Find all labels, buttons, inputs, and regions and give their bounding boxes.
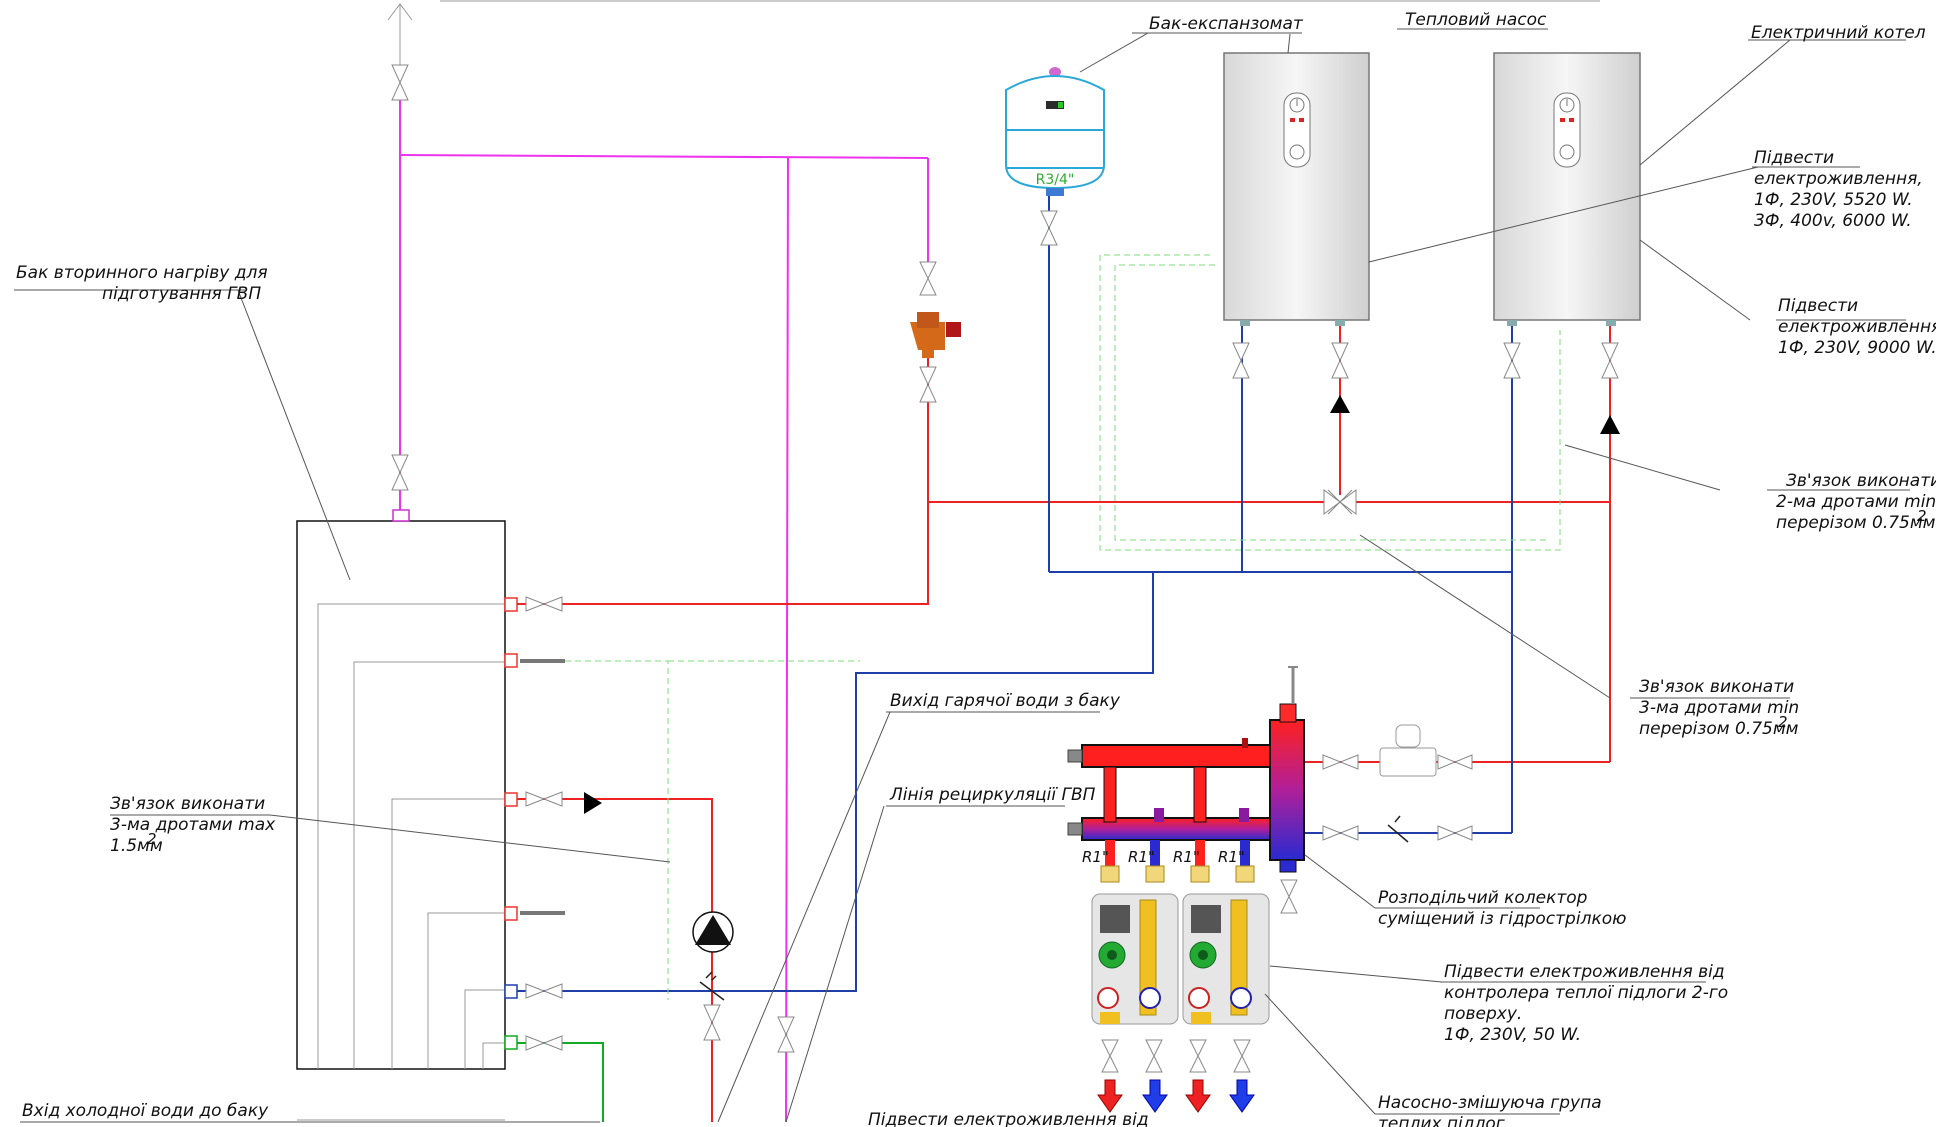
pump-mixing-group-2	[1182, 893, 1270, 1025]
wire2-line-1: Зв'язок виконати	[1786, 471, 1936, 491]
floor-power-line-3: поверху.	[1444, 1004, 1522, 1024]
expansion-tank-label: Бак-експанзомат	[1149, 14, 1304, 34]
thermostatic-mixing-valve	[910, 312, 961, 358]
expansion-tank: R3/4"	[1005, 67, 1105, 196]
wire2-line-3: перерізом 0.75мм	[1776, 513, 1936, 533]
tank-label-line-2: підготування ГВП	[102, 284, 261, 304]
cold-water-inlet	[517, 1042, 604, 1122]
floor-power-line-2: контролера теплої підлоги 2-го	[1444, 983, 1728, 1003]
signal-wires	[565, 254, 1561, 1000]
dhw-circulation-pump	[692, 911, 734, 953]
vent-arrow	[387, 3, 413, 65]
power-hp-line-4: 3Ф, 400v, 6000 W.	[1754, 211, 1912, 231]
collector-line-1: Розподільчий колектор	[1378, 888, 1588, 908]
recirc-line-label: Лінія рециркуляції ГВП	[889, 785, 1096, 805]
floor-power-line-1: Підвести електроживлення від	[1444, 962, 1725, 982]
floor-power-line-4: 1Ф, 230V, 50 W.	[1444, 1025, 1581, 1045]
wire3a-line-2: 3-ма дротами min	[1639, 698, 1799, 718]
leader-lines	[237, 32, 1791, 1123]
r1-label-1: R1"	[1082, 848, 1109, 866]
distribution-collector: R1" R1" R1" R1"	[1067, 666, 1305, 883]
floor-heating-arrows	[1097, 1079, 1255, 1113]
label-underlines	[14, 28, 1910, 1123]
r1-label-3: R1"	[1173, 848, 1200, 866]
dhw-tank	[296, 509, 565, 1121]
electric-boiler-label: Електричний котел	[1751, 23, 1926, 43]
wire3a-sup: 2	[1778, 713, 1788, 731]
power-boiler-line-2: електроживлення,	[1778, 317, 1936, 337]
wire3b-line-3: 1.5мм	[110, 836, 163, 856]
three-way-valve	[1323, 489, 1357, 515]
power-boiler-line-3: 1Ф, 230V, 9000 W.	[1778, 338, 1936, 358]
heating-return-lines	[517, 195, 1513, 992]
collector-line-2: суміщений із гідрострілкою	[1378, 909, 1626, 929]
wire2-sup: 2	[1917, 507, 1927, 525]
check-valves	[584, 395, 1620, 814]
power-hp-line-1: Підвести	[1754, 148, 1834, 168]
power-boiler-line-1: Підвести	[1778, 296, 1858, 316]
wire2-line-2: 2-ма дротами min	[1776, 492, 1936, 512]
shutoff-valves	[391, 64, 1619, 1073]
cold-in-label: Вхід холодної води до баку	[22, 1101, 269, 1121]
bypass-fitting	[1379, 724, 1437, 777]
heat-pump-label: Тепловий насос	[1405, 10, 1547, 30]
wire3a-line-3: перерізом 0.75мм	[1639, 719, 1799, 739]
pump-mixing-group-1	[1091, 893, 1179, 1025]
hot-out-label: Вихід гарячої води з баку	[890, 691, 1121, 711]
wire3b-sup: 2	[147, 830, 157, 848]
tank-label-line-1: Бак вторинного нагріву для	[16, 263, 268, 283]
recirculation-line	[399, 100, 929, 1123]
wire3b-line-2: 3-ма дротами max	[110, 815, 276, 835]
r1-label-2: R1"	[1128, 848, 1155, 866]
bottom-power-label: Підвести електроживлення від	[868, 1110, 1149, 1127]
wire3a-line-1: Зв'язок виконати	[1639, 677, 1794, 697]
power-hp-line-3: 1Ф, 230V, 5520 W.	[1754, 190, 1913, 210]
pump-group-line-2: теплих підлог	[1378, 1114, 1505, 1127]
power-hp-line-2: електроживлення,	[1754, 169, 1923, 189]
pump-group-line-1: Насосно-змішуюча група	[1378, 1093, 1602, 1113]
heat-pump-unit	[1223, 52, 1370, 326]
r1-label-4: R1"	[1218, 848, 1245, 866]
tank-thread-label: R3/4"	[1036, 172, 1075, 188]
wire3b-line-1: Зв'язок виконати	[110, 794, 265, 814]
filter-symbols	[699, 815, 1409, 1001]
electric-boiler-unit	[1493, 52, 1641, 326]
